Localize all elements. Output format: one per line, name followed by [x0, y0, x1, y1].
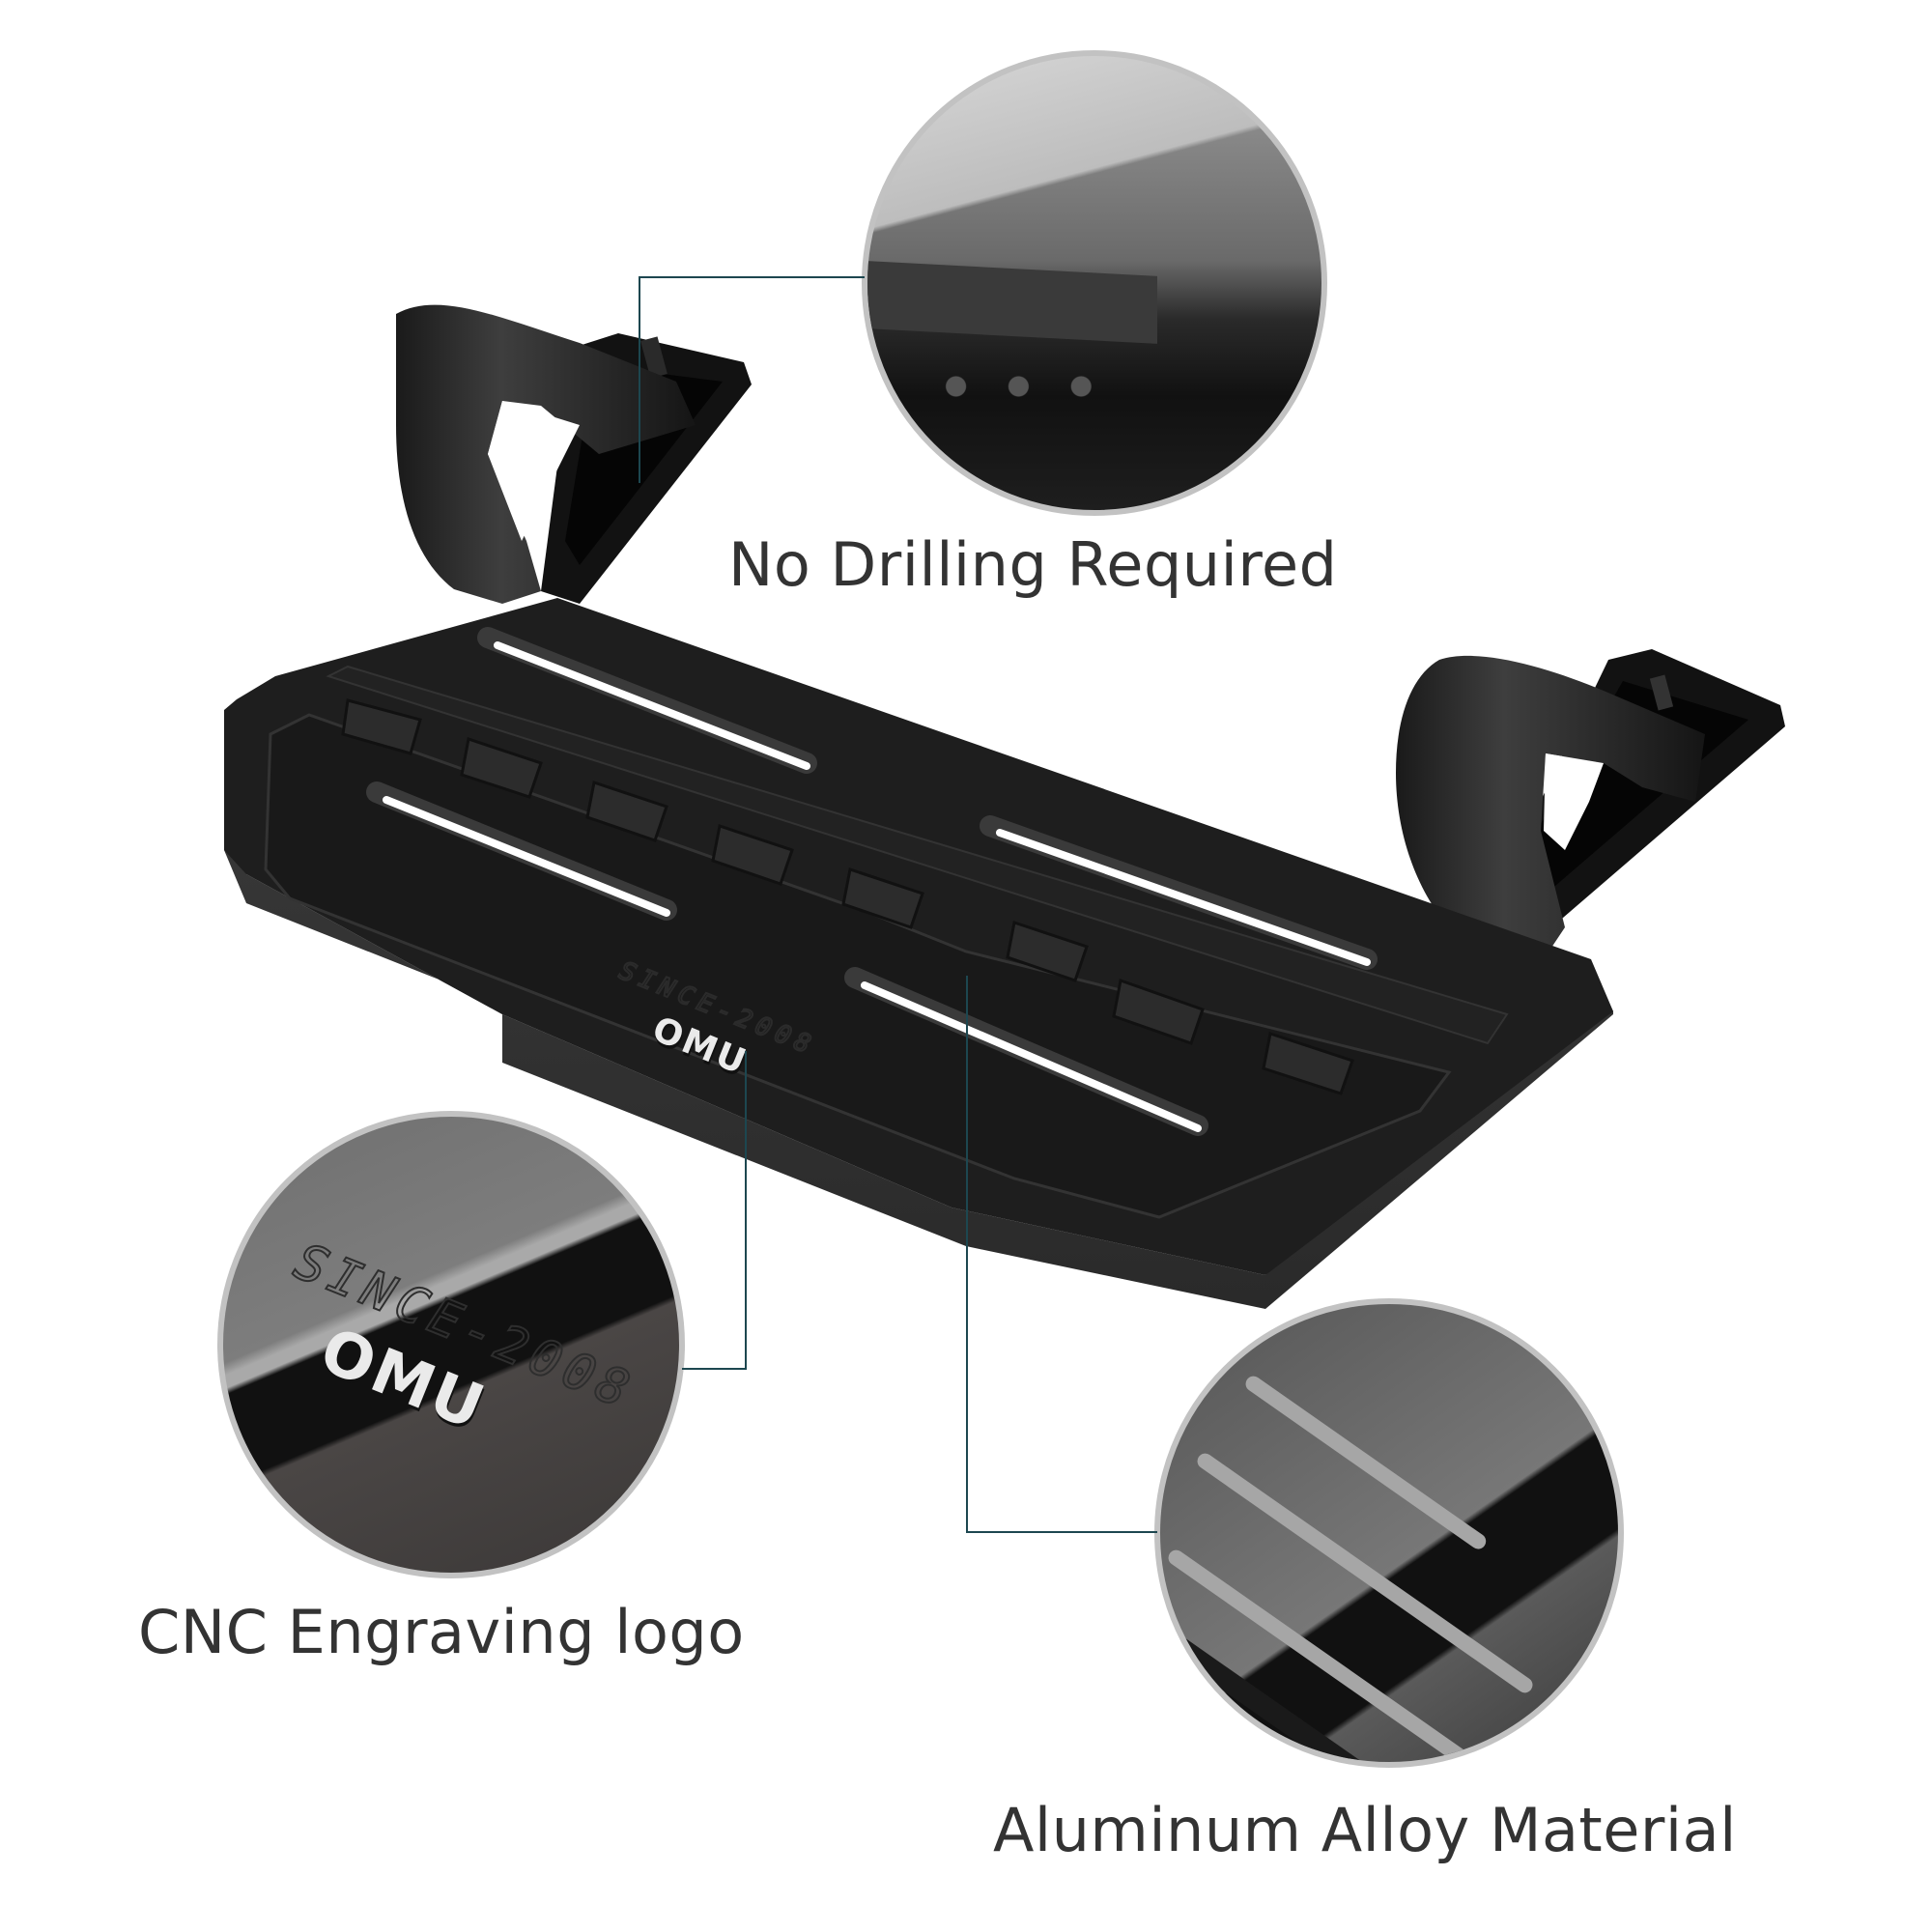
traction-pads — [341, 698, 1354, 1095]
bolt-row — [935, 375, 1109, 398]
connector-aluminum-vertical — [966, 976, 968, 1532]
label-no-drilling: No Drilling Required — [728, 529, 1338, 600]
connector-no-drilling-vertical — [639, 276, 640, 483]
connector-no-drilling-horizontal — [639, 276, 865, 278]
left-tube-clamp — [396, 304, 696, 604]
label-aluminum-alloy: Aluminum Alloy Material — [993, 1795, 1737, 1865]
tread-slots — [366, 627, 1378, 1136]
right-tube-clamp — [1396, 655, 1705, 956]
callout-image-no-drilling — [862, 50, 1327, 516]
connector-cnc-logo-vertical — [745, 1051, 747, 1370]
callout-image-cnc-logo: SINCE-2008 OMU — [217, 1111, 685, 1578]
connector-cnc-logo-horizontal — [682, 1368, 747, 1370]
callout-image-aluminum — [1154, 1298, 1624, 1768]
label-cnc-engraving-logo: CNC Engraving logo — [138, 1597, 745, 1667]
connector-aluminum-horizontal — [966, 1531, 1157, 1533]
bracket-detail — [867, 261, 1157, 344]
